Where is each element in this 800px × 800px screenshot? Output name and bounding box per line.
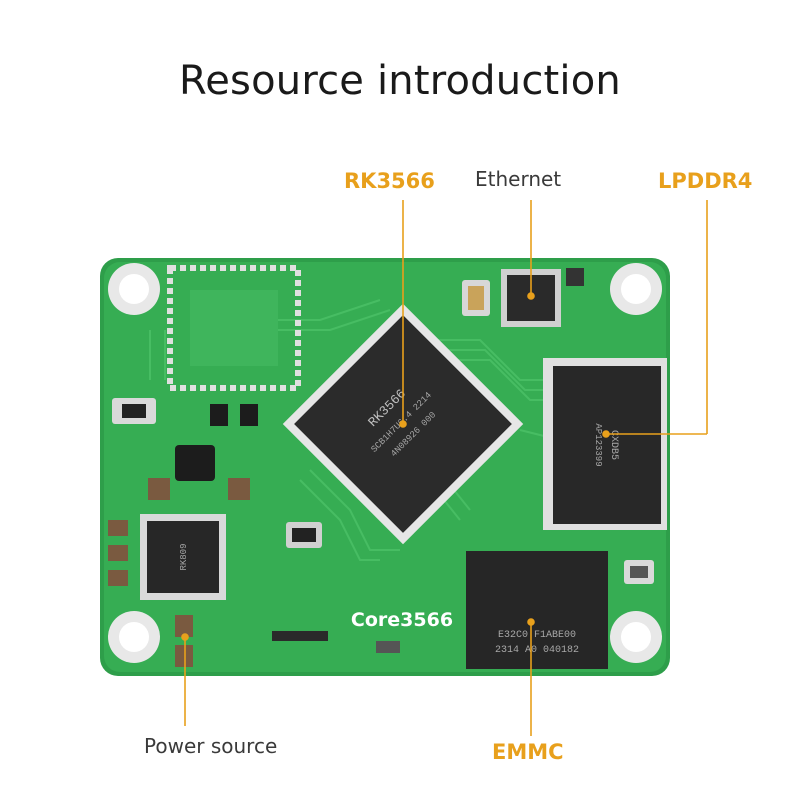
emmc-chip [466,551,608,669]
callout-emmc: EMMC [492,740,564,764]
callout-lpddr4: LPDDR4 [658,169,753,193]
callout-ethernet: Ethernet [475,167,562,191]
board-label: Core3566 [351,609,453,631]
fpc-connector [272,631,328,641]
wifi-module-footprint [167,265,301,391]
leader-lines [181,200,708,736]
page-title: Resource introduction [179,58,621,104]
callout-rk3566: RK3566 [344,169,435,193]
pmic-marking: RK809 [179,543,189,570]
callout-power-source: Power source [144,734,278,758]
emmc-marking-2: 2314 A0 040182 [495,645,579,656]
ram-marking-1: CXDB5 [608,430,619,460]
pmic-chip: RK809 [140,514,226,600]
emmc-marking-1: E32C0 F1ABE00 [498,630,576,641]
ram-marking-2: AP123399 [593,423,603,466]
mounting-holes [108,263,662,663]
